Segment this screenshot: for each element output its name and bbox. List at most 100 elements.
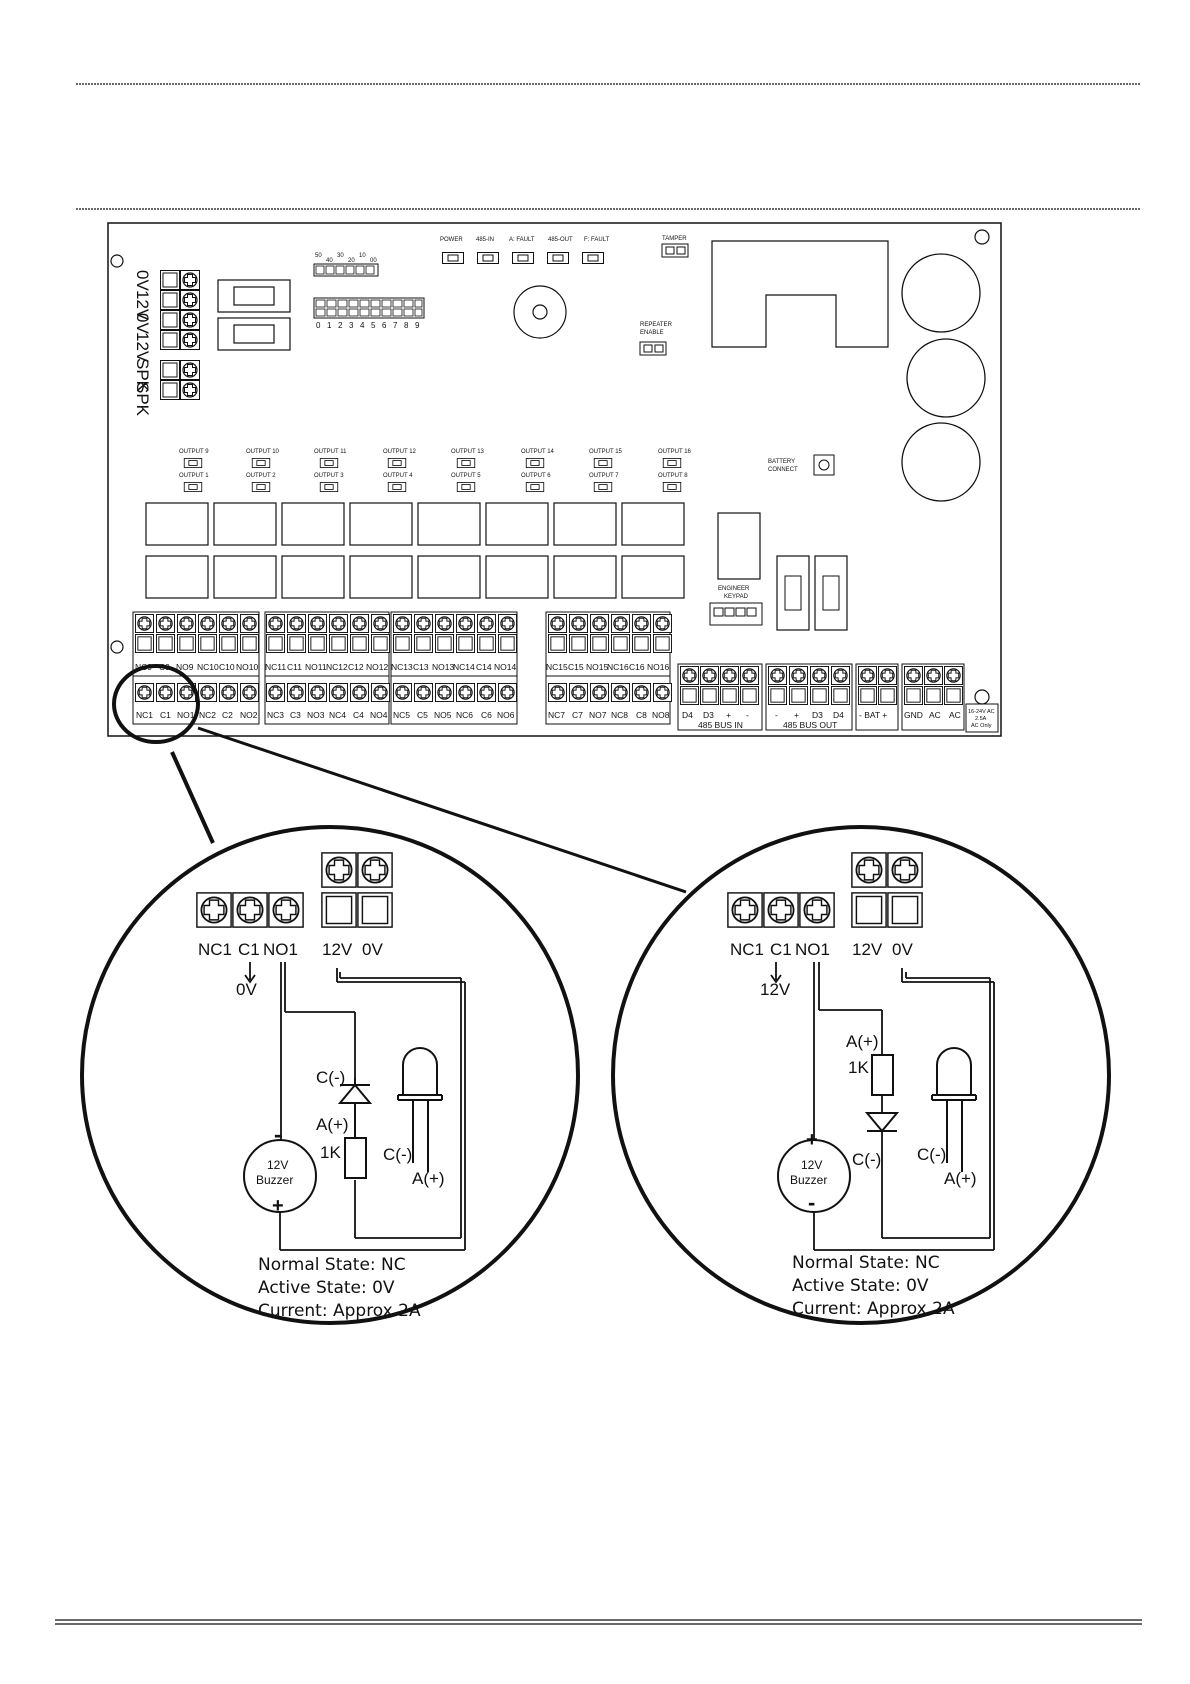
- status-leds: POWER 485-IN A: FAULT 485-OUT F: FAULT T…: [440, 236, 689, 264]
- engineer-fuse: [717, 512, 761, 580]
- slide-switch: [776, 555, 810, 631]
- bus-terminals: D4 D3 + - 485 BUS IN - + D3 D4 485 BUS O…: [677, 663, 999, 733]
- resistor-value-label: 1K: [848, 1058, 869, 1077]
- terminal-label: NO13: [432, 662, 454, 672]
- jumper-digit: 0: [316, 321, 321, 330]
- ac-note: 16-24V AC: [968, 709, 995, 715]
- resistor-anode-label: A(+): [846, 1032, 879, 1051]
- terminal-label: NC14: [453, 662, 475, 672]
- output-label: OUTPUT 5: [451, 473, 481, 479]
- terminal-label: NC15: [546, 662, 568, 672]
- terminal-label: NO16: [647, 662, 669, 672]
- capacitor: [906, 338, 986, 418]
- jumper-label: 00: [370, 258, 377, 264]
- fuse-holder: [217, 279, 291, 313]
- terminal-label: NC6: [456, 710, 473, 720]
- output-leds: OUTPUT 9 OUTPUT 10 OUTPUT 11 OUTPUT 12 O…: [179, 449, 692, 492]
- buzzer-label: Buzzer: [256, 1173, 293, 1187]
- tamper-label: TAMPER: [662, 236, 687, 242]
- engineer-keypad-label: ENGINEER: [718, 586, 750, 592]
- terminal-label: NC1: [136, 710, 153, 720]
- buzzer-polarity-sign: -: [808, 1190, 815, 1215]
- led-symbol: [397, 1047, 443, 1172]
- buzzer: [777, 1139, 851, 1213]
- terminal-label: NC4: [329, 710, 346, 720]
- diode-anode-label: A(+): [316, 1115, 349, 1134]
- onboard-buzzer: [513, 285, 567, 339]
- bus-out-terminal: -: [775, 710, 778, 720]
- buzzer-polarity-sign: +: [806, 1129, 818, 1151]
- right-wiring-circle: NC1 C1 NO1 12V 0V: [611, 825, 1111, 1325]
- bus-in-terminal: D3: [703, 710, 714, 720]
- lower-terminal-strips: NC1 C1 NO1 NC2 C2 NO2 NC3 C3 NO3 NC4 C4 …: [132, 675, 672, 725]
- mounting-hole: [110, 254, 124, 268]
- wiring: [244, 962, 466, 1251]
- terminal-label: C2: [222, 710, 233, 720]
- terminal-label: NC11: [265, 662, 286, 672]
- address-jumpers: 50 40 30 20 10 00 0 1: [313, 253, 425, 330]
- c1-voltage-label: 0V: [236, 980, 257, 999]
- relay-terminal-label: NC1: [730, 940, 764, 959]
- output-label: OUTPUT 1: [179, 473, 209, 479]
- relay-terminal-label: NO1: [263, 940, 298, 959]
- buzzer-polarity-sign: -: [274, 1122, 281, 1147]
- bus-out-label: 485 BUS OUT: [783, 720, 837, 730]
- board-outline: [107, 222, 1002, 737]
- terminal-label: NO11: [305, 662, 327, 672]
- bus-in-terminal: D4: [682, 710, 693, 720]
- buzzer-label: 12V: [267, 1158, 288, 1172]
- terminal-label: NC5: [393, 710, 410, 720]
- relay-terminal-label: C1: [770, 940, 792, 959]
- capacitor: [901, 422, 981, 502]
- terminal-label: NO4: [370, 710, 388, 720]
- power-terminal-label: 12V: [133, 290, 152, 321]
- c1-voltage-label: 12V: [760, 980, 791, 999]
- terminal-label: C4: [353, 710, 364, 720]
- repeater-label: REPEATER: [640, 322, 673, 328]
- jumper-digit: 9: [415, 321, 420, 330]
- output-label: OUTPUT 3: [314, 473, 344, 479]
- power-connectors: 0V 12V 0V 12V SPK SPK: [133, 270, 200, 417]
- jumper-label: 50: [315, 253, 322, 259]
- terminal-label: NC16: [607, 662, 629, 672]
- capacitor: [901, 253, 981, 333]
- bus-in-terminal: -: [746, 710, 749, 720]
- circle-outline: [80, 825, 580, 1325]
- battery-terminal-label: - BAT +: [859, 710, 887, 720]
- control-board: 0V 12V 0V 12V SPK SPK 50 40 30 20 10 00: [107, 222, 1002, 744]
- output-label: OUTPUT 14: [521, 449, 555, 455]
- led-cathode-label: C(-): [917, 1145, 946, 1164]
- state-note: Current: Approx 2A: [258, 1301, 421, 1321]
- output-label: OUTPUT 16: [658, 449, 692, 455]
- jumper-digit: 1: [327, 321, 332, 330]
- wiring: [770, 962, 995, 1251]
- terminal-label: C15: [568, 662, 584, 672]
- jumper-digit: 8: [404, 321, 409, 330]
- terminal-label: C11: [287, 662, 302, 672]
- terminal-label: C5: [417, 710, 428, 720]
- mounting-hole: [110, 640, 124, 654]
- terminal-label: NO12: [366, 662, 388, 672]
- bus-out-terminal: D4: [833, 710, 844, 720]
- diode: [337, 1058, 373, 1138]
- heatsink: [711, 240, 889, 348]
- bus-in-terminal: +: [726, 710, 731, 720]
- power-terminal-label: 12V: [322, 940, 353, 959]
- resistor-value-label: 1K: [320, 1143, 341, 1162]
- slide-switch: [814, 555, 848, 631]
- ac-terminal-label: AC: [949, 710, 961, 720]
- led-label: A: FAULT: [509, 237, 535, 243]
- diode-cathode-label: C(-): [316, 1068, 345, 1087]
- relay-terminal-label: NO1: [795, 940, 830, 959]
- led-symbol: [931, 1047, 977, 1172]
- state-note: Normal State: NC: [258, 1255, 406, 1275]
- bus-out-terminal: D3: [812, 710, 823, 720]
- resistor: [871, 1054, 894, 1096]
- terminal-label: NO5: [434, 710, 452, 720]
- output-label: OUTPUT 8: [658, 473, 688, 479]
- ac-terminal-label: AC: [929, 710, 941, 720]
- terminal-label: NC10: [197, 662, 219, 672]
- engineer-keypad-header: [709, 602, 763, 626]
- upper-terminal-strips: NC9 C9 NO9 NC10 C10 NO10 NC11 C11 NO11 N…: [132, 611, 672, 677]
